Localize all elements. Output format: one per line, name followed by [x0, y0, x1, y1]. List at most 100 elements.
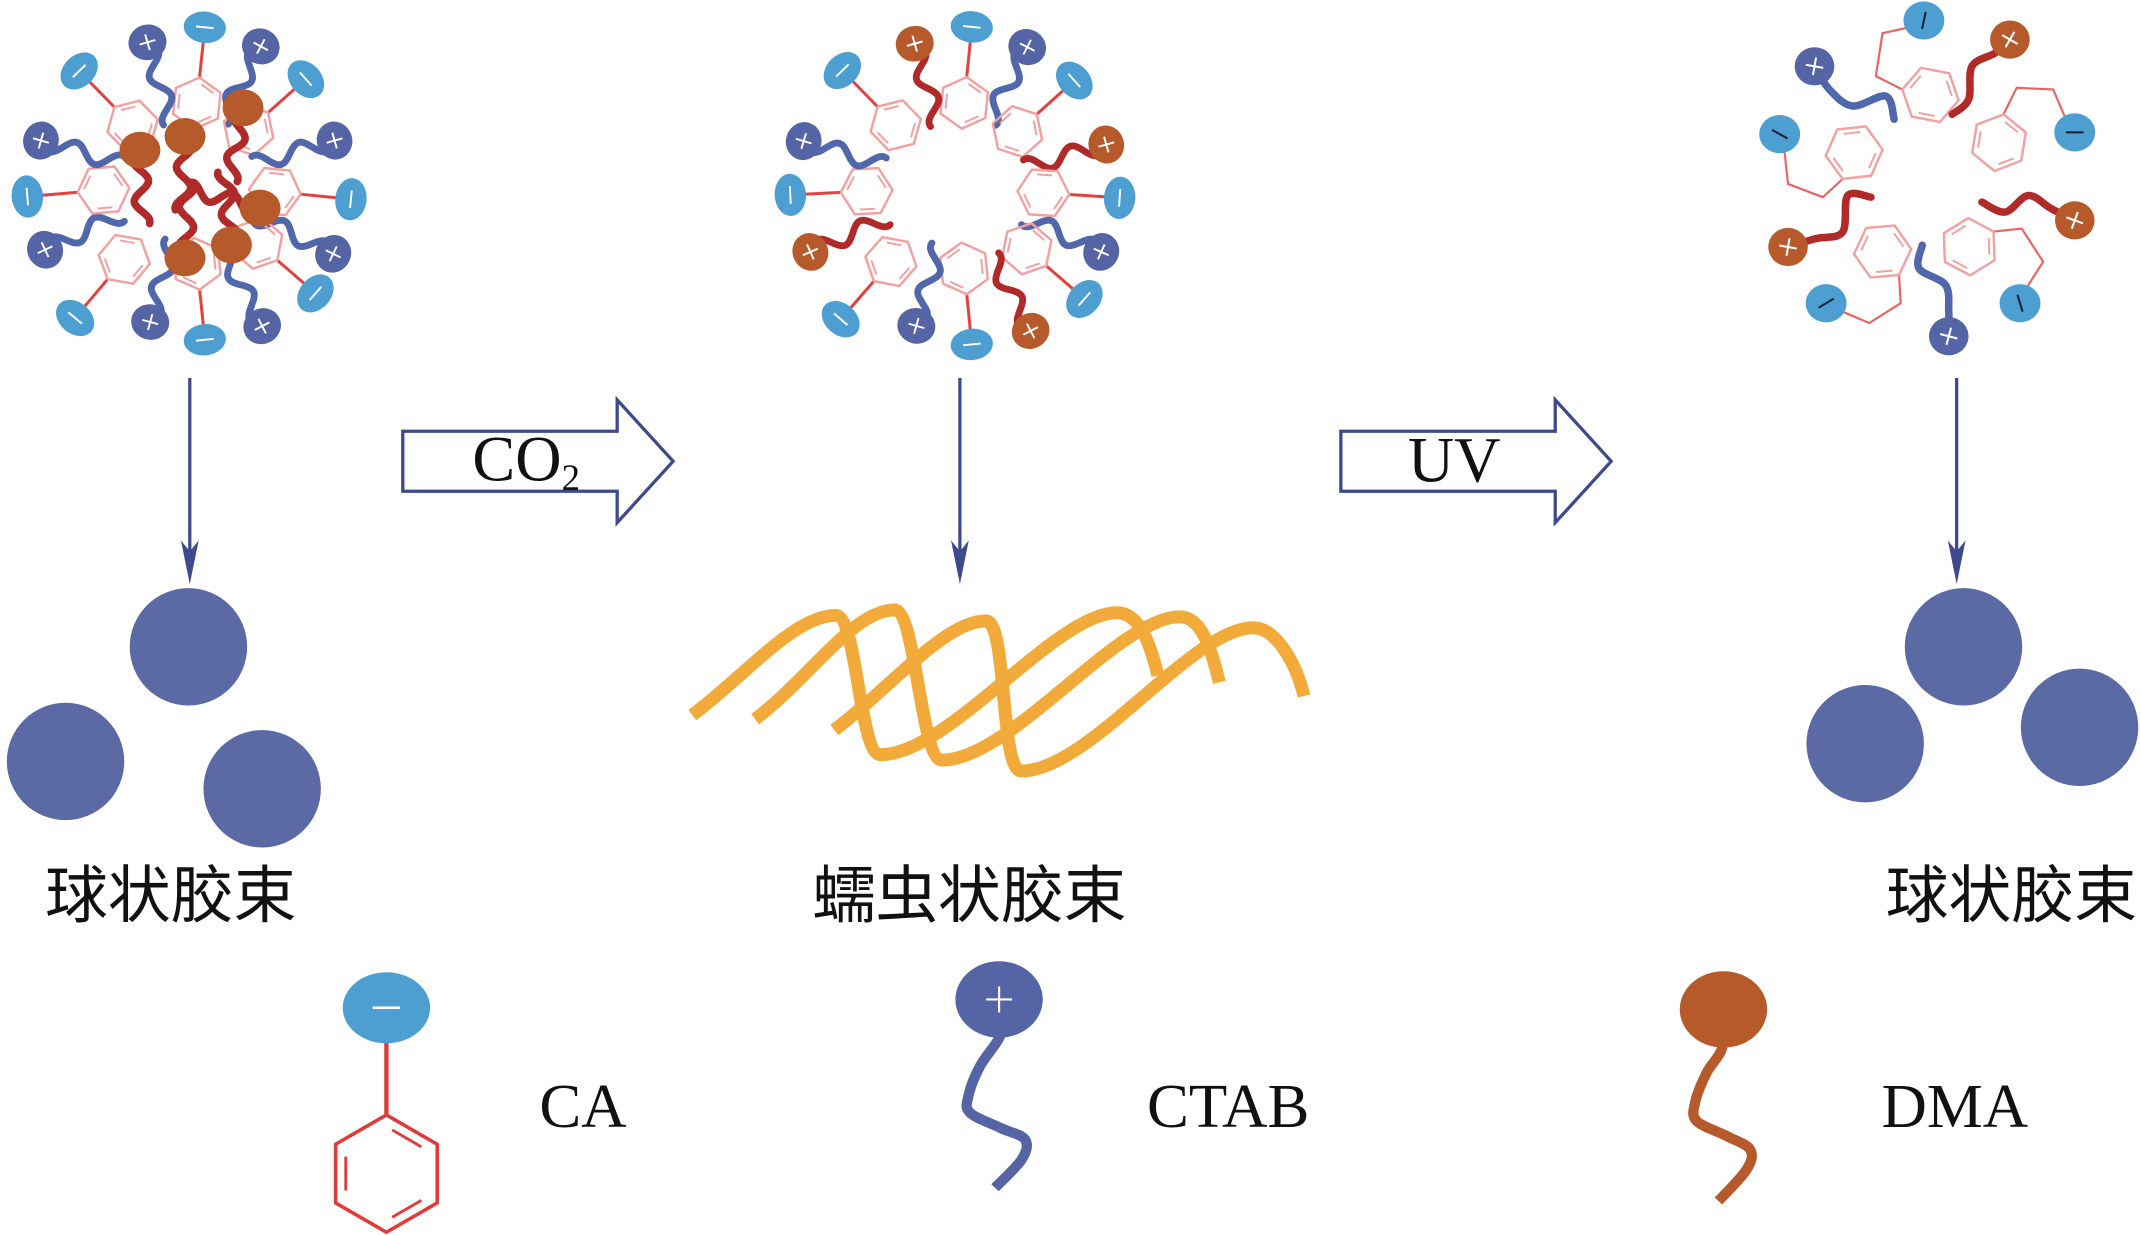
- plus-sign-icon: [1939, 327, 1958, 346]
- double-bond-line: [1945, 80, 1953, 97]
- double-bond-line: [103, 258, 111, 273]
- spherical-micelle-blob: [1806, 685, 1924, 803]
- plus-sign-icon: [1019, 39, 1035, 55]
- sign-stroke: [1945, 327, 1953, 346]
- plus-sign-icon: [254, 318, 270, 334]
- ring-outline: [939, 75, 990, 130]
- ring-outline: [864, 235, 918, 288]
- sign-stroke: [326, 137, 343, 144]
- co2-label-main: CO: [472, 423, 561, 494]
- double-bond-line: [83, 175, 92, 190]
- ca-linker-bond: [87, 79, 116, 109]
- ctab-head-group: [1928, 317, 1969, 356]
- spherical-micelles-initial: [6, 588, 321, 848]
- sign-stroke: [962, 25, 981, 29]
- double-bond-line: [119, 239, 135, 245]
- ring-outline: [97, 233, 152, 285]
- minus-sign-icon: [67, 311, 83, 325]
- minus-sign-icon: [835, 63, 850, 78]
- double-bond-line: [1977, 131, 1982, 148]
- ring-outline: [1971, 113, 2027, 173]
- double-bond-line: [860, 207, 876, 211]
- stage-label-wormlike: 蠕虫状胶束: [812, 859, 1126, 932]
- sign-stroke: [32, 137, 50, 144]
- ctab-tail: [961, 1015, 1033, 1192]
- benzene-ring-icon: [333, 1113, 439, 1235]
- benzene-ring-icon: [939, 75, 990, 130]
- double-bond-line: [263, 118, 269, 134]
- ca-linker-bond: [197, 40, 205, 78]
- uv-transition-arrow: UV: [1339, 395, 1614, 527]
- ca-head-group: [950, 11, 993, 43]
- double-bond-line: [1053, 196, 1064, 210]
- sign-stroke: [195, 25, 214, 30]
- wormlike-micelle: [688, 603, 1311, 778]
- ca-molecule: [939, 241, 989, 332]
- sign-stroke: [147, 313, 154, 331]
- dma-head-group: [1768, 227, 1808, 267]
- spherical-micelles-final: [1806, 588, 2139, 803]
- benzene-ring-icon: [864, 235, 918, 288]
- plus-sign-icon: [325, 246, 341, 262]
- legend-label-ca: CA: [539, 1071, 626, 1141]
- sign-stroke: [325, 249, 341, 259]
- minus-sign-icon: [2016, 294, 2024, 313]
- double-bond-line: [1909, 75, 1922, 89]
- dma-head: [222, 89, 264, 127]
- ca-molecule: [1016, 168, 1107, 218]
- spherical-micelle-blob: [1904, 588, 2023, 706]
- ctab-head-group: [27, 230, 64, 269]
- sign-stroke: [1785, 238, 1791, 256]
- minus-sign-icon: [72, 64, 87, 78]
- double-bond-line: [1023, 193, 1032, 208]
- plus-sign-icon: [2066, 211, 2084, 230]
- minus-sign-icon: [788, 185, 792, 204]
- sign-stroke: [2016, 294, 2024, 313]
- legend-ca-icon: [333, 972, 439, 1235]
- ring-outline: [1000, 222, 1053, 276]
- ca-head-group: [183, 11, 226, 44]
- ca-head-group: [55, 299, 95, 337]
- ca-head-group: [1999, 284, 2041, 323]
- worm-strand: [688, 606, 1165, 762]
- sign-stroke: [1098, 141, 1115, 148]
- minus-sign-icon: [349, 190, 353, 209]
- ca-head-group: [950, 328, 993, 361]
- ring-outline: [1016, 168, 1071, 218]
- ring-outline: [839, 166, 894, 216]
- double-bond-line: [120, 105, 136, 112]
- ring-outline: [231, 216, 284, 270]
- ring-outline: [1852, 224, 1913, 279]
- dma-head: [210, 226, 252, 264]
- ctab-head-group: [315, 234, 352, 273]
- dma-core-head-group: [119, 131, 161, 169]
- ring-outline: [939, 241, 989, 296]
- dma-head: [164, 118, 206, 155]
- ctab-head-group: [1008, 29, 1047, 66]
- plus-sign-icon: [142, 313, 159, 331]
- down-arrow-stage-1: [180, 378, 199, 585]
- dma-core-head-group: [210, 226, 252, 264]
- minus-sign-icon: [1771, 128, 1788, 140]
- double-bond-line: [980, 259, 984, 275]
- sign-stroke: [144, 34, 151, 51]
- double-bond-line: [944, 93, 949, 109]
- double-bond-line: [968, 83, 982, 94]
- double-bond-line: [883, 105, 899, 111]
- benzene-ring-icon: [1942, 216, 1996, 277]
- minus-sign-icon: [962, 25, 981, 29]
- ring-outline: [991, 104, 1044, 159]
- block-arrow-outline: [401, 395, 676, 527]
- ring-outline: [1824, 125, 1884, 181]
- ctab-head-group: [243, 308, 282, 345]
- benzene-ring-icon: [839, 166, 894, 216]
- dma-head-group: [2054, 201, 2095, 240]
- sign-stroke: [2070, 211, 2079, 230]
- plus-sign-icon: [2001, 31, 2019, 48]
- double-bond-line: [1987, 237, 1991, 255]
- sign-stroke: [308, 286, 322, 301]
- double-bond-line: [132, 264, 144, 278]
- down-arrow-stage-3: [1947, 378, 1966, 585]
- dma-tail: [1784, 189, 1875, 251]
- sign-stroke: [72, 64, 87, 78]
